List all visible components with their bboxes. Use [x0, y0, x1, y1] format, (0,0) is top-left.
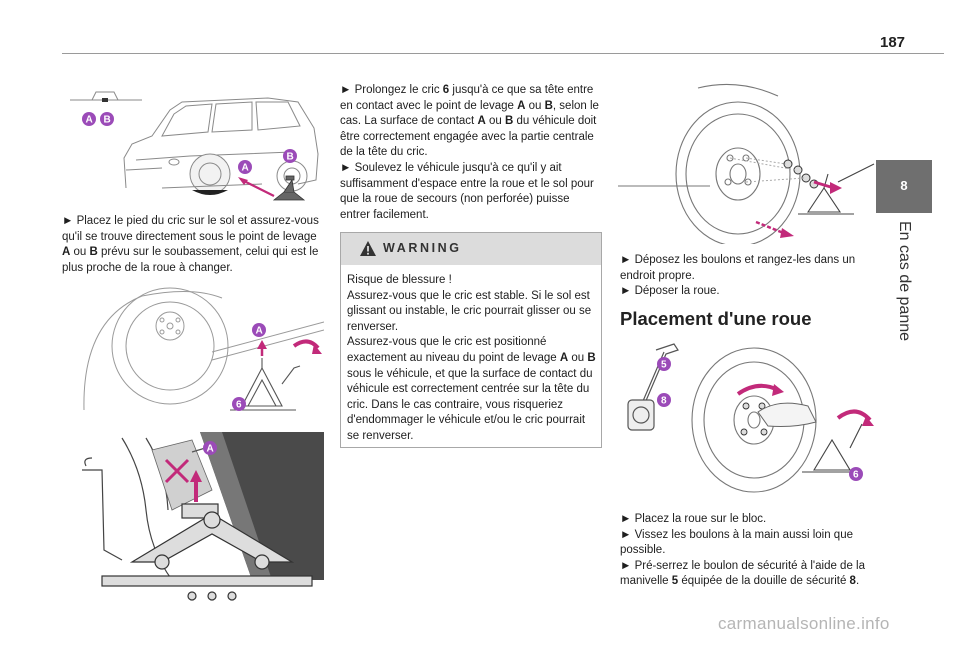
chapter-number: 8 — [900, 178, 908, 193]
col3-steps-a: ► Déposez les boulons et rangez-les dans… — [620, 253, 882, 300]
figure-jack-closeup: A — [82, 432, 324, 601]
fig3-label-a: A — [207, 444, 214, 455]
warning-header: WARNING — [341, 233, 601, 265]
col2-step2: ► Soulevez le véhicule jusqu'à ce qu'il … — [340, 161, 594, 221]
warning-icon — [360, 241, 376, 256]
chapter-title-wrap: En cas de panne — [896, 212, 913, 352]
warning-box: WARNING Risque de blessure ! Assurez-vou… — [340, 232, 602, 448]
figure-jack-under-lifting-point: A 6 — [83, 287, 324, 411]
fig1-label-b: B — [287, 152, 294, 163]
fig5-label-five: 5 — [661, 360, 667, 371]
fig5-label-six: 6 — [853, 470, 859, 481]
figure-car-lifting-points: A B A B — [70, 91, 319, 201]
figure-wheel-placement: 5 8 6 — [627, 343, 874, 493]
section-heading: Placement d'une roue — [620, 308, 812, 329]
col2-steps: ► Prolongez le cric 6 jusqu'à ce que sa … — [340, 83, 602, 223]
fig1-label-a-top: A — [86, 115, 93, 126]
col3-step-remove-wheel: ► Déposer la roue. — [620, 285, 720, 298]
header-rule — [62, 53, 944, 54]
watermark: carmanualsonline.info — [718, 614, 890, 633]
col1-instruction: ► Placez le pied du cric sur le sol et a… — [62, 215, 319, 274]
col3-step-place-wheel: ► Placez la roue sur le bloc. — [620, 513, 767, 525]
col3-steps-b: ► Placez la roue sur le bloc. ► Vissez l… — [620, 512, 882, 590]
page-number: 187 — [880, 34, 906, 51]
fig5-label-eight: 8 — [661, 396, 667, 407]
col3-step-remove-bolts: ► Déposez les boulons et rangez-les dans… — [620, 254, 856, 282]
warning-line2: Assurez-vous que le cric est stable. Si … — [347, 289, 592, 333]
warning-title: WARNING — [383, 241, 462, 255]
fig1-label-a: A — [242, 163, 249, 174]
warning-line1: Risque de blessure ! — [347, 274, 452, 286]
warning-line3: Assurez-vous que le cric est positionné … — [347, 336, 596, 442]
fig2-label-a: A — [256, 326, 263, 337]
col3-step-screw-bolts: ► Vissez les boulons à la main aussi loi… — [620, 528, 853, 557]
col3-step-pretighten: ► Pré-serrez le boulon de sécurité à l'a… — [620, 559, 865, 588]
chapter-tab-divider — [876, 212, 932, 213]
figure-remove-bolts — [618, 83, 875, 244]
col2-step1: ► Prolongez le cric 6 jusqu'à ce que sa … — [340, 84, 599, 159]
fig1-label-b-top: B — [104, 115, 111, 126]
chapter-tab[interactable]: 8 — [876, 160, 932, 212]
fig2-label-six: 6 — [236, 400, 242, 411]
warning-body: Risque de blessure ! Assurez-vous que le… — [347, 273, 599, 445]
chapter-title: En cas de panne — [896, 220, 913, 342]
